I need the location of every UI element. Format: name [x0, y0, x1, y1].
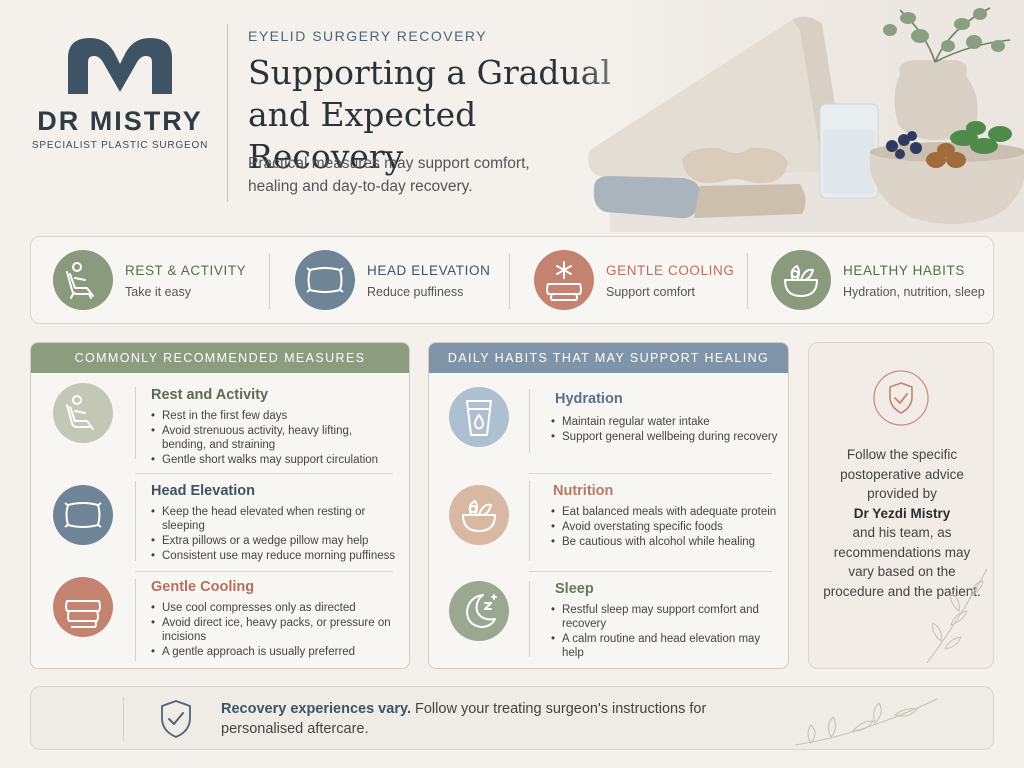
- page-title-line-1: Supporting a Gradual: [248, 53, 612, 92]
- item-divider: [135, 387, 136, 459]
- intro-text: Practical measures may support comfort, …: [248, 155, 530, 195]
- salad-bowl-icon: [449, 485, 509, 545]
- list-item: Eat balanced meals with adequate protein: [551, 505, 781, 519]
- category-subtitle: Take it easy: [125, 285, 192, 299]
- leaf-branch-decoration: [794, 698, 938, 746]
- category-subtitle: Hydration, nutrition, sleep: [843, 285, 985, 299]
- shield-check-icon: [873, 370, 929, 426]
- habit-sleep: Sleep Restful sleep may support comfort …: [429, 573, 788, 668]
- measure-bullets: Use cool compresses only as directed Avo…: [151, 601, 399, 660]
- moon-icon: [449, 581, 509, 641]
- doctor-name: Dr Yezdi Mistry: [853, 505, 951, 521]
- measures-panel-header: COMMONLY RECOMMENDED MEASURES: [31, 343, 409, 373]
- category-divider: [509, 253, 510, 309]
- measure-bullets: Keep the head elevated when resting or s…: [151, 505, 399, 564]
- pillow-icon: [295, 250, 355, 310]
- m-monogram-icon: [68, 38, 172, 94]
- advice-text: Follow the specific postoperative advice…: [821, 445, 983, 601]
- item-separator: [529, 571, 772, 572]
- cold-compress-icon: [53, 577, 113, 637]
- footer-text: Recovery experiences vary. Follow your t…: [221, 699, 741, 739]
- category-title: HEAD ELEVATION: [367, 263, 491, 278]
- list-item: Maintain regular water intake: [551, 415, 781, 429]
- list-item: Rest in the first few days: [151, 409, 399, 423]
- item-divider: [135, 481, 136, 561]
- item-separator: [529, 473, 772, 474]
- measure-rest-activity: Rest and Activity Rest in the first few …: [31, 373, 409, 471]
- item-divider: [529, 481, 530, 561]
- brand-name: DR MISTRY: [37, 106, 203, 136]
- measures-panel: COMMONLY RECOMMENDED MEASURES Rest and A…: [30, 342, 410, 669]
- list-item: Extra pillows or a wedge pillow may help: [151, 534, 399, 548]
- list-item: Support general wellbeing during recover…: [551, 430, 781, 444]
- item-separator: [135, 473, 393, 474]
- leaf-sprig-decoration: [926, 568, 988, 664]
- habit-hydration: Hydration Maintain regular water intake …: [429, 373, 788, 471]
- measure-title: Gentle Cooling: [151, 579, 255, 595]
- list-item: Keep the head elevated when resting or s…: [151, 505, 399, 533]
- habit-title: Nutrition: [553, 483, 614, 499]
- footer-banner: Recovery experiences vary. Follow your t…: [30, 686, 994, 750]
- list-item: Consistent use may reduce morning puffin…: [151, 549, 399, 563]
- habit-title: Hydration: [555, 391, 623, 407]
- measure-bullets: Rest in the first few days Avoid strenuo…: [151, 409, 399, 468]
- water-glass-icon: [449, 387, 509, 447]
- list-item: Avoid strenuous activity, heavy lifting,…: [151, 424, 399, 452]
- brand-logo: DR MISTRY SPECIALIST PLASTIC SURGEON: [30, 28, 210, 158]
- habit-bullets: Eat balanced meals with adequate protein…: [551, 505, 781, 550]
- item-divider: [135, 579, 136, 661]
- cold-compress-icon: [534, 250, 594, 310]
- list-item: Be cautious with alcohol while healing: [551, 535, 781, 549]
- list-item: A gentle approach is usually preferred: [151, 645, 399, 659]
- footer-highlight: Recovery experiences vary.: [221, 701, 411, 717]
- measure-gentle-cooling: Gentle Cooling Use cool compresses only …: [31, 573, 409, 668]
- category-divider: [747, 253, 748, 309]
- shield-check-icon: [161, 700, 191, 738]
- footer-divider: [123, 697, 124, 741]
- category-subtitle: Reduce puffiness: [367, 285, 464, 299]
- recovery-items-photo: [570, 0, 1024, 232]
- measure-title: Head Elevation: [151, 483, 255, 499]
- item-separator: [135, 571, 393, 572]
- category-title: GENTLE COOLING: [606, 263, 735, 278]
- category-subtitle: Support comfort: [606, 285, 695, 299]
- recliner-icon: [53, 383, 113, 443]
- habits-panel: DAILY HABITS THAT MAY SUPPORT HEALING Hy…: [428, 342, 789, 669]
- list-item: Avoid overstating specific foods: [551, 520, 781, 534]
- habits-panel-header: DAILY HABITS THAT MAY SUPPORT HEALING: [429, 343, 788, 373]
- list-item: Avoid direct ice, heavy packs, or pressu…: [151, 616, 399, 644]
- list-item: Gentle short walks may support circulati…: [151, 453, 399, 467]
- surgeon-advice-note: Follow the specific postoperative advice…: [808, 342, 994, 669]
- habit-bullets: Restful sleep may support comfort and re…: [551, 603, 781, 661]
- category-title: REST & ACTIVITY: [125, 263, 247, 278]
- habit-title: Sleep: [555, 581, 594, 597]
- list-item: Use cool compresses only as directed: [151, 601, 399, 615]
- measure-title: Rest and Activity: [151, 387, 269, 403]
- habit-bullets: Maintain regular water intake Support ge…: [551, 415, 781, 445]
- salad-bowl-icon: [771, 250, 831, 310]
- category-strip: REST & ACTIVITY Take it easy HEAD ELEVAT…: [30, 236, 994, 324]
- item-divider: [529, 581, 530, 657]
- list-item: A calm routine and head elevation may he…: [551, 632, 781, 660]
- category-title: HEALTHY HABITS: [843, 263, 965, 278]
- brand-subtitle: SPECIALIST PLASTIC SURGEON: [31, 140, 209, 151]
- recliner-icon: [53, 250, 113, 310]
- pillow-icon: [53, 485, 113, 545]
- advice-text-body: and his team, as recommendations may var…: [823, 525, 981, 599]
- category-divider: [269, 253, 270, 309]
- measure-head-elevation: Head Elevation Keep the head elevated wh…: [31, 475, 409, 571]
- page-title: Supporting a Gradual and Expected Recove…: [248, 52, 638, 178]
- list-item: Restful sleep may support comfort and re…: [551, 603, 781, 631]
- item-divider: [529, 389, 530, 453]
- advice-text-intro: Follow the specific postoperative advice…: [840, 447, 964, 501]
- footer-body: Follow your treating surgeon's instructi…: [221, 701, 707, 737]
- habit-nutrition: Nutrition Eat balanced meals with adequa…: [429, 475, 788, 571]
- header-divider: [227, 24, 228, 202]
- eyebrow-label: EYELID SURGERY RECOVERY: [248, 28, 488, 44]
- page-title-line-2: and Expected Recovery: [248, 95, 477, 176]
